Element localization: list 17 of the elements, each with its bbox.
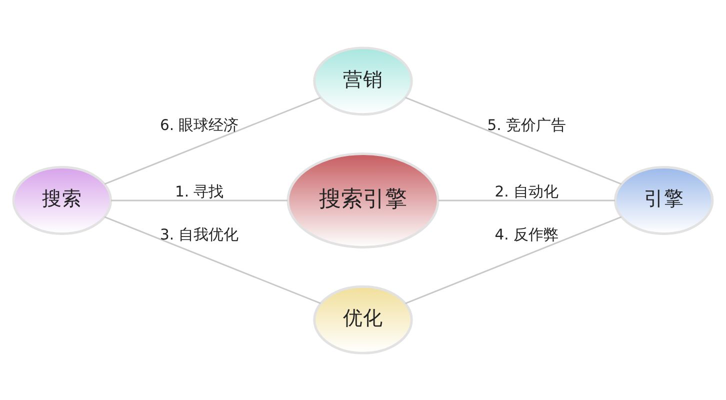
edge-label: 5. 竞价广告 [487, 116, 566, 134]
edge-label: 3. 自我优化 [160, 226, 239, 243]
node-ellipse: 引擎 [614, 166, 714, 234]
node-ellipse: 搜索 [12, 166, 112, 234]
connector [111, 199, 288, 201]
connector [438, 199, 615, 201]
connector [104, 96, 321, 184]
edge-label: 2. 自动化 [494, 182, 559, 200]
edge-label: 1. 寻找 [174, 182, 224, 200]
node-ellipse: 搜索引擎 [286, 152, 440, 248]
connector [405, 96, 622, 184]
node-ellipse: 优化 [313, 284, 413, 354]
connector [104, 216, 321, 304]
edge-label: 6. 眼球经济 [160, 116, 239, 134]
connector [405, 216, 622, 304]
edge-label: 4. 反作弊 [494, 226, 559, 243]
node-ellipse: 营销 [313, 46, 413, 116]
